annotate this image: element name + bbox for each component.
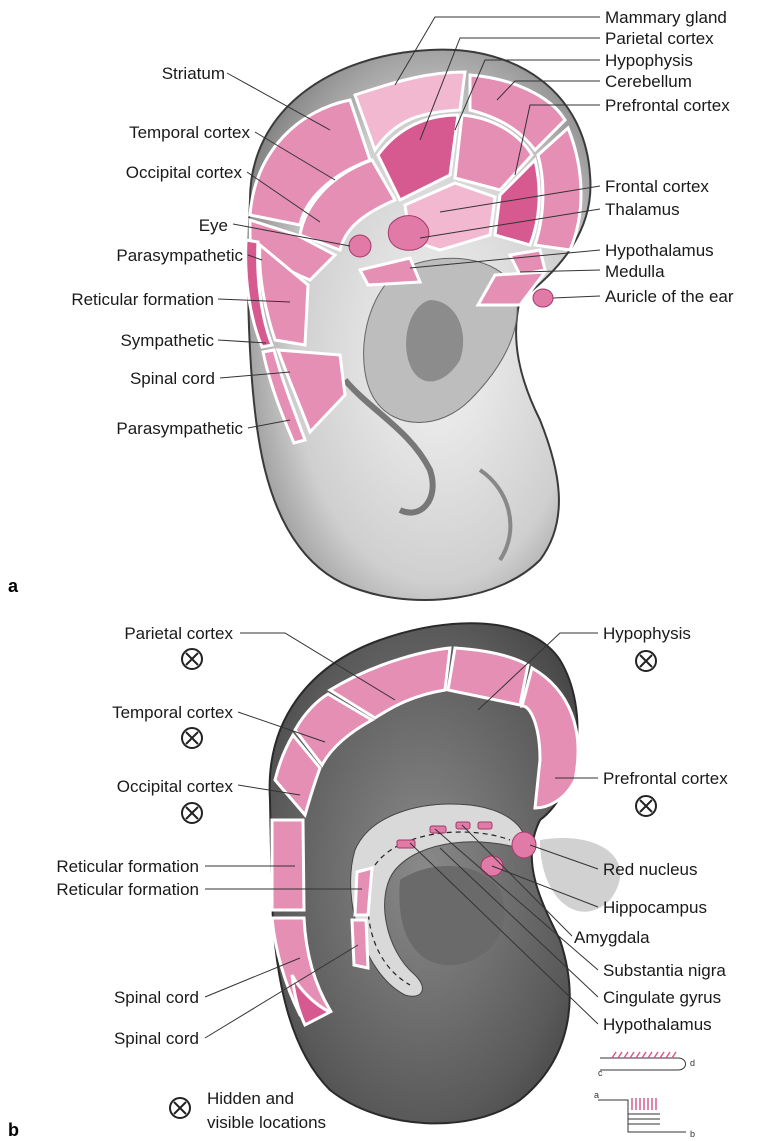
label-b-parietal-cortex: Parietal cortex <box>124 624 233 643</box>
marker-hypophysis-icon <box>636 651 656 671</box>
label-b-hypothalamus: Hypothalamus <box>603 1015 712 1034</box>
label-parietal-cortex: Parietal cortex <box>605 29 714 48</box>
zone-b-reticular <box>272 820 304 910</box>
label-b-substantia-nigra: Substantia nigra <box>603 961 726 980</box>
marker-parietal-icon <box>182 649 202 669</box>
zone-b-reticular-inner <box>355 868 372 915</box>
zone-thalamus <box>388 216 428 251</box>
inset-label-c: c <box>598 1068 603 1078</box>
label-striatum: Striatum <box>162 64 225 83</box>
label-sympathetic: Sympathetic <box>120 331 214 350</box>
label-b-hippocampus: Hippocampus <box>603 898 707 917</box>
label-spinal-cord: Spinal cord <box>130 369 215 388</box>
label-reticular-formation: Reticular formation <box>71 290 214 309</box>
label-auricle-of-the-ear: Auricle of the ear <box>605 287 734 306</box>
label-hypothalamus: Hypothalamus <box>605 241 714 260</box>
label-thalamus: Thalamus <box>605 200 680 219</box>
label-hypophysis: Hypophysis <box>605 51 693 70</box>
label-b-amygdala: Amygdala <box>574 928 650 947</box>
label-b-temporal-cortex: Temporal cortex <box>112 703 233 722</box>
inset-label-b: b <box>690 1129 695 1139</box>
zone-b-hypo-small <box>478 822 492 829</box>
label-b-spinal-cord-2: Spinal cord <box>114 1029 199 1048</box>
label-b-cingulate-gyrus: Cingulate gyrus <box>603 988 721 1007</box>
label-b-spinal-cord-1: Spinal cord <box>114 988 199 1007</box>
panel-a-letter: a <box>8 576 19 596</box>
legend-marker-icon <box>170 1098 190 1118</box>
label-b-red-nucleus: Red nucleus <box>603 860 698 879</box>
zone-b-spinal-inner <box>352 920 368 968</box>
legend-line-2: visible locations <box>207 1113 326 1132</box>
zone-b-cingulate <box>397 840 415 848</box>
inset-hatch <box>612 1052 676 1058</box>
label-b-occipital-cortex: Occipital cortex <box>117 777 234 796</box>
label-parasympathetic-2: Parasympathetic <box>116 419 243 438</box>
zone-eye <box>349 235 371 257</box>
label-cerebellum: Cerebellum <box>605 72 692 91</box>
label-medulla: Medulla <box>605 262 665 281</box>
inset-bars <box>632 1098 656 1110</box>
marker-prefrontal-icon <box>636 796 656 816</box>
inset-label-d: d <box>690 1058 695 1068</box>
label-b-reticular-formation-2: Reticular formation <box>56 880 199 899</box>
zone-auricle <box>533 289 553 307</box>
label-eye: Eye <box>199 216 228 235</box>
inset-label-a: a <box>594 1090 599 1100</box>
label-occipital-cortex: Occipital cortex <box>126 163 243 182</box>
legend-line-1: Hidden and <box>207 1089 294 1108</box>
label-temporal-cortex: Temporal cortex <box>129 123 250 142</box>
label-b-reticular-formation-1: Reticular formation <box>56 857 199 876</box>
inset-schematic: c d a b <box>594 1052 695 1139</box>
label-prefrontal-cortex: Prefrontal cortex <box>605 96 730 115</box>
zone-b-red-nucleus <box>512 832 536 858</box>
label-b-hypophysis: Hypophysis <box>603 624 691 643</box>
label-frontal-cortex: Frontal cortex <box>605 177 709 196</box>
label-b-prefrontal-cortex: Prefrontal cortex <box>603 769 728 788</box>
label-mammary-gland: Mammary gland <box>605 8 727 27</box>
panel-b-letter: b <box>8 1120 19 1140</box>
label-parasympathetic-1: Parasympathetic <box>116 246 243 265</box>
marker-occipital-icon <box>182 803 202 823</box>
marker-temporal-icon <box>182 728 202 748</box>
